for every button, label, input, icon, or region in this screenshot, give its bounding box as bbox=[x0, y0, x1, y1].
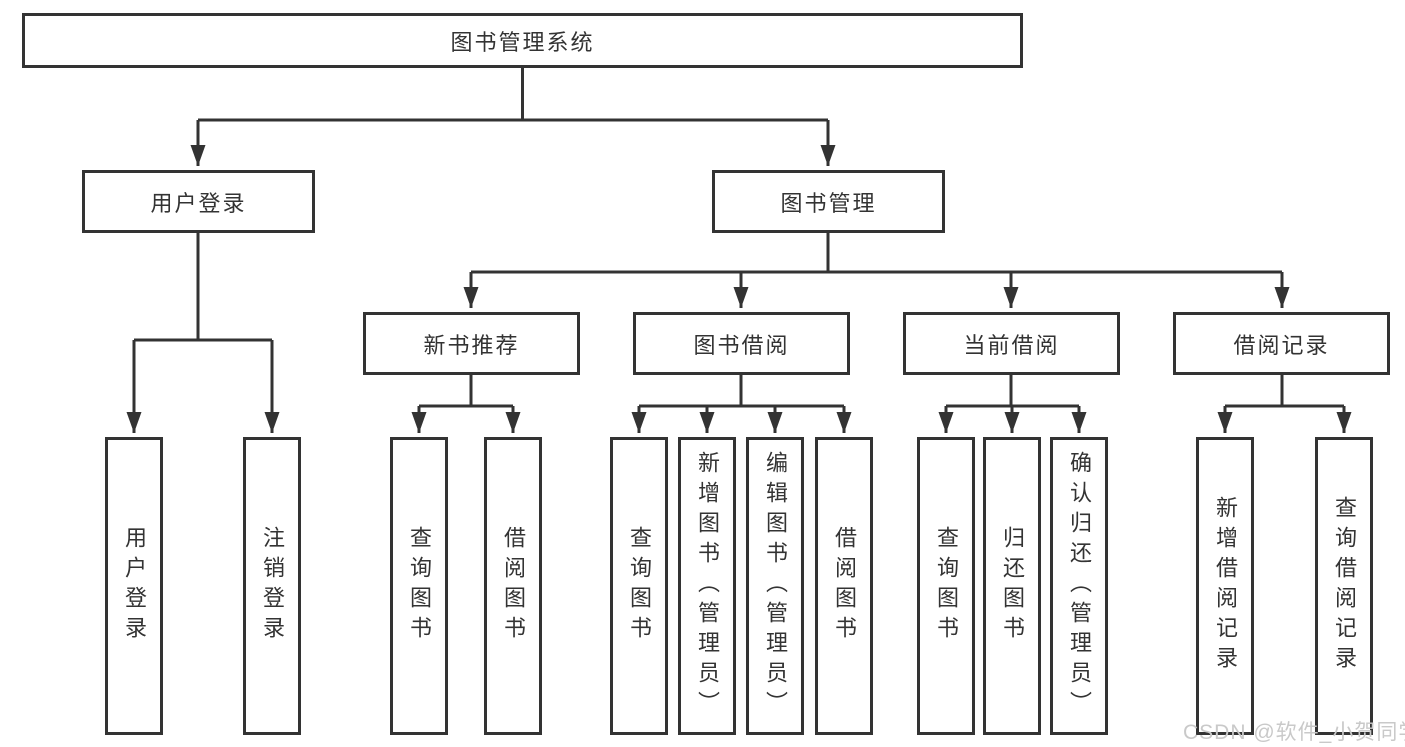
branch-current-borrow bbox=[946, 375, 1079, 408]
leaf-query-book-current: 查询图书 bbox=[917, 437, 975, 735]
leaf-label: 查询图书 bbox=[934, 526, 959, 646]
node-label: 当前借阅 bbox=[963, 332, 1060, 358]
branch-book-borrow bbox=[639, 375, 844, 408]
branch-user-login bbox=[134, 233, 272, 342]
leaf-label: 新增图书（管理员） bbox=[695, 451, 720, 721]
csdn-watermark: CSDN @软件_小贺同学 bbox=[1183, 721, 1405, 744]
leaf-label: 查询图书 bbox=[627, 526, 652, 646]
leaf-edit-book-admin: 编辑图书（管理员） bbox=[746, 437, 804, 735]
leaf-label: 用户登录 bbox=[122, 526, 147, 646]
leaf-return-book: 归还图书 bbox=[983, 437, 1041, 735]
leaf-borrow-book-recommend: 借阅图书 bbox=[484, 437, 542, 735]
branch-root bbox=[198, 68, 828, 122]
branch-book-management bbox=[471, 233, 1282, 274]
leaf-query-book-recommend: 查询图书 bbox=[390, 437, 448, 735]
node-label: 图书管理 bbox=[780, 190, 877, 216]
leaf-query-borrow-record: 查询借阅记录 bbox=[1315, 437, 1373, 735]
leaf-label: 注销登录 bbox=[260, 526, 285, 646]
node-label: 新书推荐 bbox=[423, 332, 520, 358]
leaf-label: 查询借阅记录 bbox=[1332, 496, 1357, 676]
branch-new-book-recommend bbox=[419, 375, 513, 408]
node-label: 用户登录 bbox=[150, 190, 247, 216]
leaf-label: 查询图书 bbox=[407, 526, 432, 646]
leaf-logout: 注销登录 bbox=[243, 437, 301, 735]
node-book-management: 图书管理 bbox=[712, 170, 945, 233]
leaf-add-borrow-record: 新增借阅记录 bbox=[1196, 437, 1254, 735]
leaf-query-book-borrow: 查询图书 bbox=[610, 437, 668, 735]
node-new-book-recommend: 新书推荐 bbox=[363, 312, 580, 375]
node-library-system: 图书管理系统 bbox=[22, 13, 1023, 68]
node-borrow-records: 借阅记录 bbox=[1173, 312, 1390, 375]
leaf-label: 新增借阅记录 bbox=[1213, 496, 1238, 676]
node-current-borrow: 当前借阅 bbox=[903, 312, 1120, 375]
node-label: 图书借阅 bbox=[693, 332, 790, 358]
leaf-borrow-book: 借阅图书 bbox=[815, 437, 873, 735]
leaf-label: 编辑图书（管理员） bbox=[763, 451, 788, 721]
node-book-borrow: 图书借阅 bbox=[633, 312, 850, 375]
leaf-label: 归还图书 bbox=[1000, 526, 1025, 646]
node-user-login: 用户登录 bbox=[82, 170, 315, 233]
leaf-label: 借阅图书 bbox=[501, 526, 526, 646]
node-label: 图书管理系统 bbox=[450, 29, 595, 55]
leaf-confirm-return-admin: 确认归还（管理员） bbox=[1050, 437, 1108, 735]
leaf-user-login: 用户登录 bbox=[105, 437, 163, 735]
node-label: 借阅记录 bbox=[1233, 332, 1330, 358]
leaf-label: 借阅图书 bbox=[832, 526, 857, 646]
branch-borrow-records bbox=[1225, 375, 1344, 408]
leaf-label: 确认归还（管理员） bbox=[1067, 451, 1092, 721]
leaf-add-book-admin: 新增图书（管理员） bbox=[678, 437, 736, 735]
